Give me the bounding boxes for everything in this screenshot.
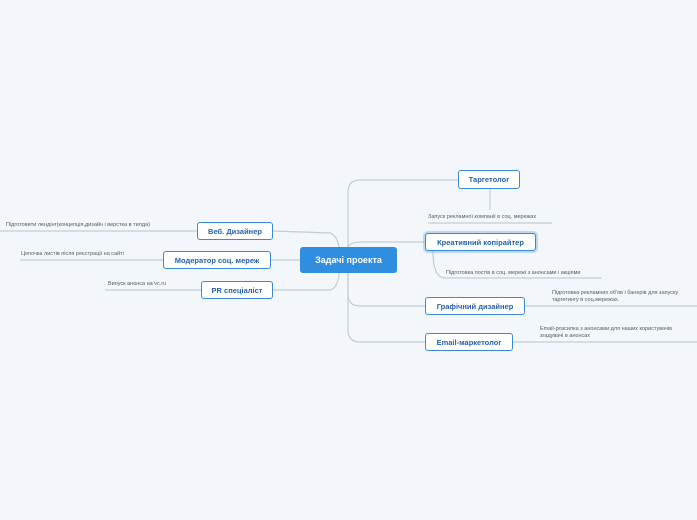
node-pr-specialist[interactable]: PR спеціаліст — [201, 281, 273, 299]
note-social-moderator: Цепочка листів після реєстрації на сайті — [21, 251, 124, 257]
note-email-marketer: Email-розсилка з анонсами для наших кори… — [540, 326, 673, 339]
node-email-marketer[interactable]: Email-маркетолог — [425, 333, 513, 351]
node-social-moderator[interactable]: Модератор соц. мереж — [163, 251, 271, 269]
node-graphic-designer[interactable]: Графічний дизайнер — [425, 297, 525, 315]
note-pr-specialist: Випуск анонса на vc.ru — [108, 281, 167, 287]
central-topic[interactable]: Задачі проекта — [300, 247, 397, 273]
note-web-designer: Підготовити лендінг(концепція,дизайн і в… — [6, 222, 150, 228]
note-graphic-designer: Підготовка рекламних об'яв і банерів для… — [552, 290, 679, 303]
note-targetolog: Запуск рекламної компанії в соц. мережах — [428, 214, 537, 220]
node-web-designer[interactable]: Веб. Дизайнер — [197, 222, 273, 240]
note-copywriter: Підготовка постів в соц. мережі з анонса… — [446, 270, 581, 276]
node-targetolog[interactable]: Таргетолог — [458, 170, 520, 189]
node-copywriter[interactable]: Креативний копірайтер — [425, 233, 536, 251]
